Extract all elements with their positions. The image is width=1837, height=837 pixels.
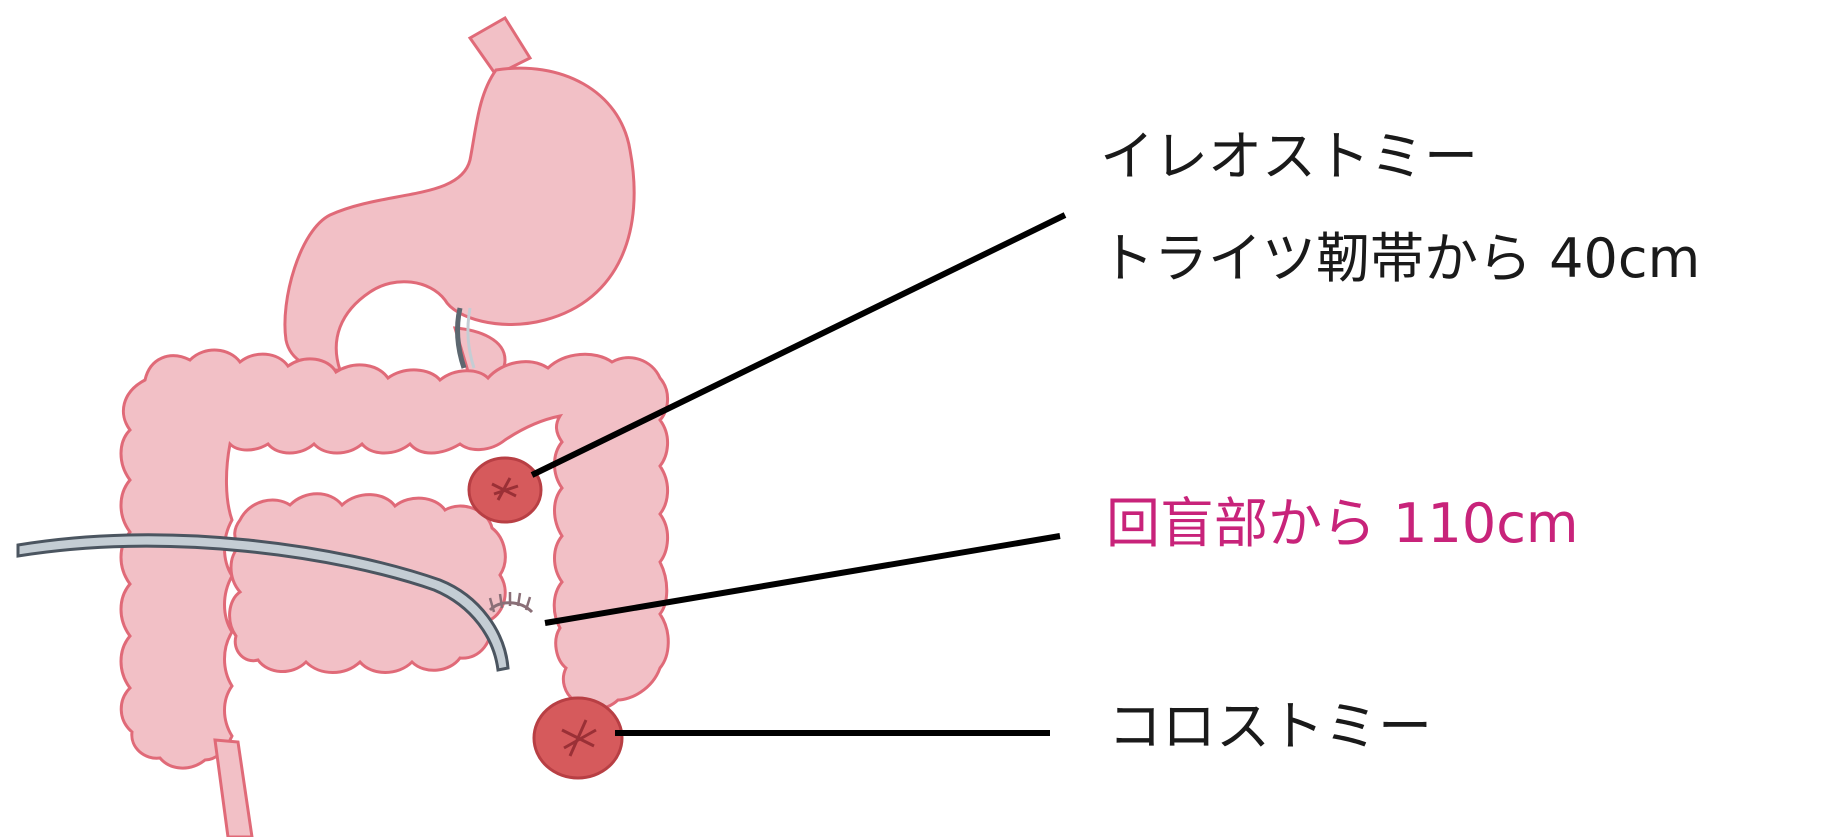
ligament-band-icon [454, 307, 467, 369]
stomach-icon [283, 66, 636, 372]
colostomy-label: コロストミー [1108, 695, 1432, 758]
distance-leader-line [544, 533, 1061, 626]
sutured-stump-icon [488, 592, 534, 614]
ileocecal-distance-label: 回盲部から 110cm [1106, 492, 1579, 555]
ileostomy-detail-label: トライツ靭帯から 40cm [1100, 227, 1701, 290]
transverse-colon-lower-loop-icon [228, 492, 507, 674]
ileostomy-label: イレオストミー [1100, 125, 1478, 188]
rectum-icon [213, 738, 254, 837]
ligament-band-highlight [466, 307, 476, 369]
drain-tube-icon [16, 533, 510, 672]
stoma-icon [532, 696, 624, 780]
esophagus-icon [467, 15, 533, 77]
ileostomy-leader-line [530, 212, 1067, 478]
stoma-icon [467, 456, 543, 524]
colon-icon [119, 348, 670, 770]
